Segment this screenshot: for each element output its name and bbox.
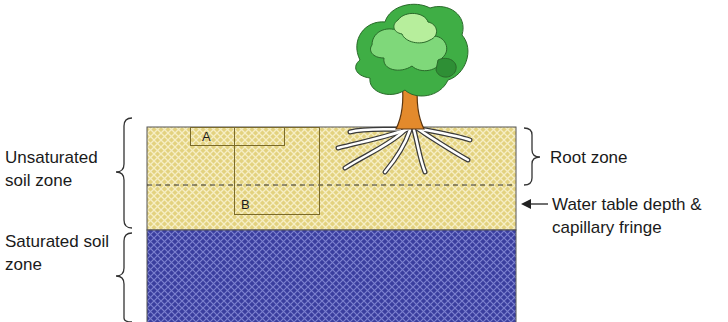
- box-letter: B: [241, 198, 319, 212]
- zone-label: Water table depth & capillary fringe: [552, 193, 722, 239]
- arrow-head: [521, 199, 531, 209]
- brace: [524, 128, 540, 185]
- root-zone-line: [147, 185, 516, 186]
- zone-label: Root zone: [550, 146, 670, 169]
- sample-box: A: [190, 127, 285, 146]
- saturated-soil: [147, 230, 516, 322]
- sample-box: B: [234, 127, 320, 215]
- box-letter: A: [202, 130, 284, 144]
- brace: [116, 233, 132, 322]
- unsaturated-soil: [147, 127, 516, 230]
- roots: [338, 128, 470, 172]
- brace: [116, 118, 132, 228]
- zone-label: Saturated soil zone: [5, 230, 115, 276]
- tree-canopy: [356, 4, 468, 96]
- zone-label: Unsaturated soil zone: [5, 146, 120, 192]
